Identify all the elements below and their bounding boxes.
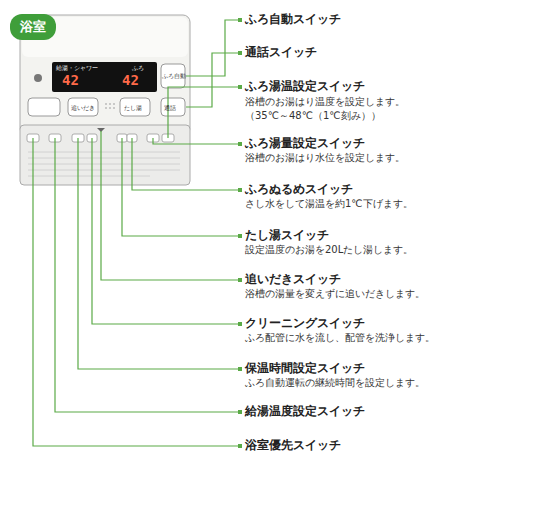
speaker-holes (105, 103, 115, 109)
button-label: 通話 (164, 104, 176, 111)
switch-name: 浴室優先スイッチ (245, 438, 341, 452)
switch-description: 設定温度のお湯を20Lたし湯します。 (245, 244, 413, 256)
section-badge: 浴室 (10, 14, 56, 40)
switch-description: 浴槽のお湯はり温度を設定します。 (245, 96, 405, 108)
switch-name: 通話スイッチ (245, 45, 317, 59)
switch-description: 浴槽のお湯はり水位を設定します。 (245, 152, 405, 164)
leader-lines (33, 20, 240, 446)
switch-name: ふろ湯温設定スイッチ (245, 79, 365, 93)
switch-name: 給湯温度設定スイッチ (245, 404, 365, 418)
button-label: たし湯 (124, 104, 142, 111)
switch-description: ふろ配管に水を流し、配管を洗浄します。 (245, 332, 435, 344)
badge-text: 浴室 (20, 18, 46, 36)
panel-text-lines (28, 152, 180, 176)
switch-name: 保温時間設定スイッチ (245, 361, 365, 375)
switch-name: ふろぬるめスイッチ (245, 182, 353, 196)
switch-description: さし水をして湯温を約1℃下げます。 (245, 198, 413, 210)
button (120, 98, 150, 116)
controller-body (20, 15, 190, 135)
display-text: ふろ (132, 64, 144, 71)
switch-description: （35℃～48℃（1℃刻み）） (245, 110, 381, 122)
switch-name: ふろ自動スイッチ (245, 12, 341, 26)
display-text: 給湯・シャワー (56, 64, 98, 71)
leader-ends (238, 18, 242, 448)
switch-name: ふろ湯量設定スイッチ (245, 136, 365, 150)
button (68, 98, 98, 116)
lower-panel (20, 125, 190, 185)
switch-name: たし湯スイッチ (245, 228, 329, 242)
button (28, 98, 60, 116)
display (52, 62, 157, 92)
display-digits: 42 (122, 72, 139, 89)
display-digits: 42 (62, 72, 79, 89)
button (161, 98, 185, 116)
switch-name: クリーニングスイッチ (245, 316, 365, 330)
logo-mark (34, 74, 42, 82)
button-label: ふろ自動 (162, 72, 186, 79)
button (161, 64, 185, 88)
switch-description: 浴槽の湯量を変えずに追いだきします。 (245, 288, 425, 300)
button-label: 追いだき (71, 104, 95, 111)
switch-name: 追いだきスイッチ (245, 272, 341, 286)
switch-description: ふろ自動運転の継続時間を設定します。 (245, 377, 425, 389)
